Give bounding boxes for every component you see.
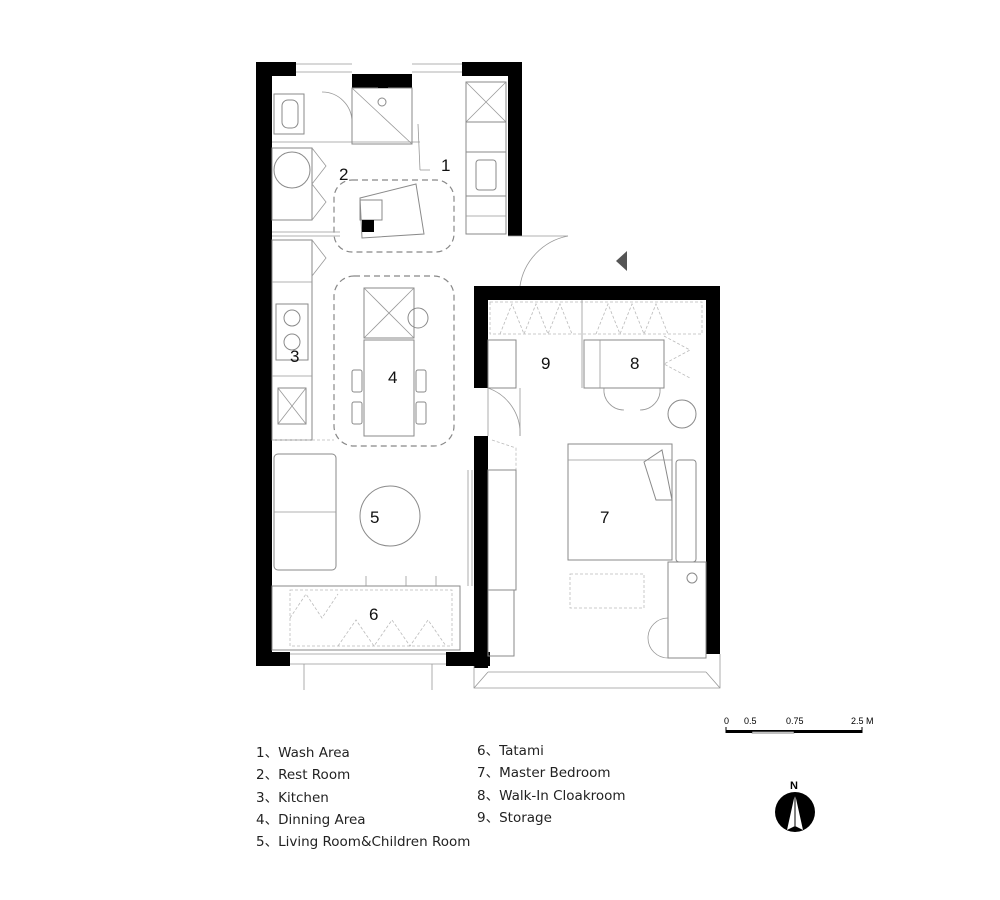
legend-item-living-room: 5、Living Room&Children Room [256,834,471,851]
kitchen-fixtures [271,239,334,441]
bedroom-fixtures [487,300,707,659]
scale-label-2-5m: 2.5 M [851,716,874,726]
entrance-arrow-icon [616,251,627,271]
tatami-fixtures [271,576,461,651]
room-number-storage: 9 [541,354,550,373]
legend-item-tatami: 6、Tatami [477,743,544,759]
windows [290,63,721,690]
room-number-tatami: 6 [369,605,378,624]
north-label: N [790,780,798,792]
legend-left: 1、Wash Area 2、Rest Room 3、Kitchen 4、Dinn… [256,742,470,853]
scale-label-0-5: 0.5 [744,716,757,726]
dining-fixtures [333,275,455,447]
room-number-kitchen: 3 [290,347,299,366]
north-arrow-icon: N [775,780,815,832]
legend-right: 6、Tatami 7、Master Bedroom 8、Walk-In Cloa… [477,740,626,829]
room-number-dining-area: 4 [388,368,397,387]
legend-item-storage: 9、Storage [477,809,552,826]
walls [256,62,720,668]
legend-item-wash-area: 1、Wash Area [256,745,350,761]
room-number-wash-area: 1 [441,156,450,175]
room-number-cloakroom: 8 [630,354,639,373]
room-number-master-bedroom: 7 [600,508,609,527]
legend-item-master-bedroom: 7、Master Bedroom [477,765,611,782]
legend-item-kitchen: 3、Kitchen [256,789,329,806]
legend-item-dining-area: 4、Dinning Area [256,811,366,828]
legend-item-cloakroom: 8、Walk-In Cloakroom [477,787,626,804]
living-fixtures [273,453,473,586]
doors [321,91,661,437]
room-number-rest-room: 2 [339,165,348,184]
room-numbers: 1 2 3 4 5 6 7 8 9 [290,156,639,624]
bathroom-fixtures [271,78,507,253]
room-number-living-room: 5 [370,508,379,527]
scale-bar: 0 0.5 0.75 2.5 M [724,716,874,734]
scale-label-0: 0 [724,716,729,726]
legend-item-rest-room: 2、Rest Room [256,767,351,784]
scale-label-0-75: 0.75 [786,716,804,726]
